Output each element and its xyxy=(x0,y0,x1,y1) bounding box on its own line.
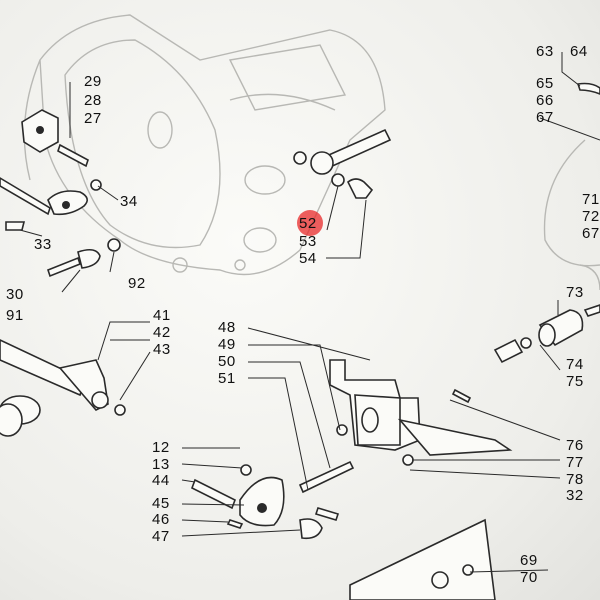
callout-50[interactable]: 50 xyxy=(218,353,236,370)
callout-27[interactable]: 27 xyxy=(84,110,102,127)
bracket-48-51 xyxy=(329,359,513,466)
bracket-27-29 xyxy=(21,109,89,168)
callout-66[interactable]: 66 xyxy=(536,92,554,109)
shaft-41-43 xyxy=(0,339,126,437)
callout-67b[interactable]: 67 xyxy=(582,225,600,242)
callout-72[interactable]: 72 xyxy=(582,208,600,225)
transmission-housing xyxy=(23,14,386,276)
callout-53[interactable]: 53 xyxy=(299,233,317,250)
callout-33[interactable]: 33 xyxy=(34,236,52,253)
callout-75[interactable]: 75 xyxy=(566,373,584,390)
rod-assembly-33 xyxy=(0,177,88,231)
callout-43[interactable]: 43 xyxy=(153,341,171,358)
callout-30[interactable]: 30 xyxy=(6,286,24,303)
callout-45[interactable]: 45 xyxy=(152,495,170,512)
callout-28[interactable]: 28 xyxy=(84,92,102,109)
lever-44-47 xyxy=(190,460,355,540)
callout-44[interactable]: 44 xyxy=(152,472,170,489)
callout-34[interactable]: 34 xyxy=(120,193,138,210)
callout-63[interactable]: 63 xyxy=(536,43,554,60)
leader-lines xyxy=(19,52,600,573)
callout-42[interactable]: 42 xyxy=(153,324,171,341)
rod-52-54 xyxy=(293,128,392,199)
callout-76[interactable]: 76 xyxy=(566,437,584,454)
callout-78[interactable]: 78 xyxy=(566,471,584,488)
right-housing-outline xyxy=(543,139,600,267)
callout-69[interactable]: 69 xyxy=(520,552,538,569)
callout-54[interactable]: 54 xyxy=(299,250,317,267)
callout-47[interactable]: 47 xyxy=(152,528,170,545)
callout-48[interactable]: 48 xyxy=(218,319,236,336)
bolt-30 xyxy=(47,238,121,278)
callout-51[interactable]: 51 xyxy=(218,370,236,387)
callout-12[interactable]: 12 xyxy=(152,439,170,456)
callout-92[interactable]: 92 xyxy=(128,275,146,292)
callout-67[interactable]: 67 xyxy=(536,109,554,126)
callout-73[interactable]: 73 xyxy=(566,284,584,301)
callout-64[interactable]: 64 xyxy=(570,43,588,60)
hook-65 xyxy=(576,82,600,95)
callout-74[interactable]: 74 xyxy=(566,356,584,373)
linkage-73-75 xyxy=(493,304,600,364)
callout-13[interactable]: 13 xyxy=(152,456,170,473)
nut-34 xyxy=(90,179,102,191)
callout-71[interactable]: 71 xyxy=(582,191,600,208)
callout-41[interactable]: 41 xyxy=(153,307,171,324)
callout-49[interactable]: 49 xyxy=(218,336,236,353)
callout-91[interactable]: 91 xyxy=(6,307,24,324)
highlight-marker[interactable] xyxy=(297,210,323,236)
callout-46[interactable]: 46 xyxy=(152,511,170,528)
callout-52[interactable]: 52 xyxy=(299,215,317,232)
callout-65[interactable]: 65 xyxy=(536,75,554,92)
callout-32[interactable]: 32 xyxy=(566,487,584,504)
callout-70[interactable]: 70 xyxy=(520,569,538,586)
plate-69-70 xyxy=(349,518,496,600)
callout-77[interactable]: 77 xyxy=(566,454,584,471)
callout-29[interactable]: 29 xyxy=(84,73,102,90)
